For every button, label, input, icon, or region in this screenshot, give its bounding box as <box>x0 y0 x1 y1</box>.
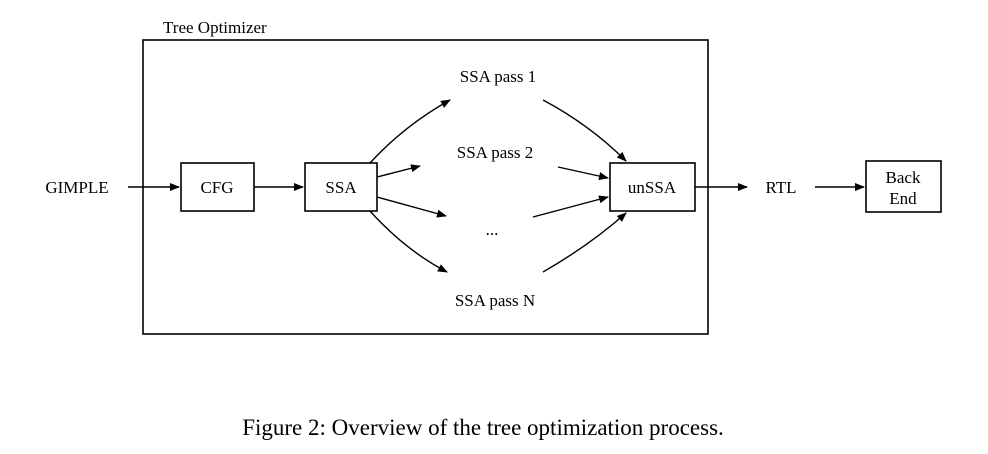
arrow-passN-to-unssa <box>542 212 627 273</box>
unssa-node: unSSA <box>609 162 696 212</box>
container-title: Tree Optimizer <box>163 18 267 37</box>
output-label-rtl: RTL <box>765 178 796 197</box>
cfg-box <box>180 162 255 212</box>
input-label-gimple: GIMPLE <box>45 178 108 197</box>
arrow-pass1-to-unssa <box>542 99 627 162</box>
arrow-ssa-to-ellipsis <box>376 196 447 218</box>
arrow-ssa-to-passN <box>369 210 448 273</box>
backend-node: Back End <box>865 160 942 213</box>
unssa-label: unSSA <box>628 178 677 197</box>
ssa-node: SSA <box>304 162 378 212</box>
arrow-pass2-to-unssa <box>557 166 609 180</box>
backend-label-line2: End <box>889 189 917 208</box>
cfg-label: CFG <box>200 178 233 197</box>
figure-caption: Figure 2: Overview of the tree optimizat… <box>242 415 724 440</box>
arrow-ssa-to-pass2 <box>376 164 421 178</box>
ssa-box <box>304 162 378 212</box>
pass-2-label: SSA pass 2 <box>457 143 534 162</box>
pass-n-label: SSA pass N <box>455 291 535 310</box>
ssa-label: SSA <box>325 178 357 197</box>
arrow-ellipsis-to-unssa <box>532 195 609 218</box>
cfg-node: CFG <box>180 162 255 212</box>
pass-ellipsis: ... <box>486 220 499 239</box>
pass-1-label: SSA pass 1 <box>460 67 537 86</box>
backend-label-line1: Back <box>886 168 921 187</box>
backend-box <box>865 160 942 213</box>
arrow-ssa-to-pass1 <box>369 99 451 164</box>
